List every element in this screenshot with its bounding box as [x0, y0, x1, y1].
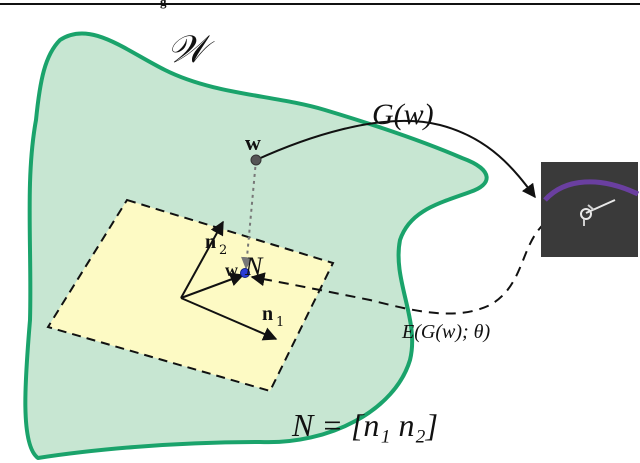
equation-label: N = [n₁ n₂] [291, 407, 438, 443]
projected-point [240, 268, 250, 278]
svg-text:2: 2 [219, 243, 227, 258]
generator-label: G(w) [372, 98, 434, 131]
svg-text:1: 1 [276, 315, 284, 330]
N-label: N [244, 252, 264, 281]
generated-image [541, 162, 640, 257]
latent-point-w [250, 154, 262, 166]
n1-label: n 1 [262, 303, 284, 330]
n2-vector [180, 220, 224, 299]
n1-vector [180, 297, 278, 341]
svg-text:n: n [262, 303, 273, 325]
encoder-label: E(G(w); θ) [401, 321, 490, 343]
w-label: w [245, 130, 261, 155]
n2-label: n 2 [205, 231, 227, 258]
encoder-arrow [250, 222, 546, 315]
projection-label: w [225, 260, 238, 280]
generator-arrow [255, 120, 536, 199]
space-label: 𝒲 [167, 29, 215, 71]
N-vector [180, 272, 245, 299]
svg-text:n: n [205, 231, 216, 253]
